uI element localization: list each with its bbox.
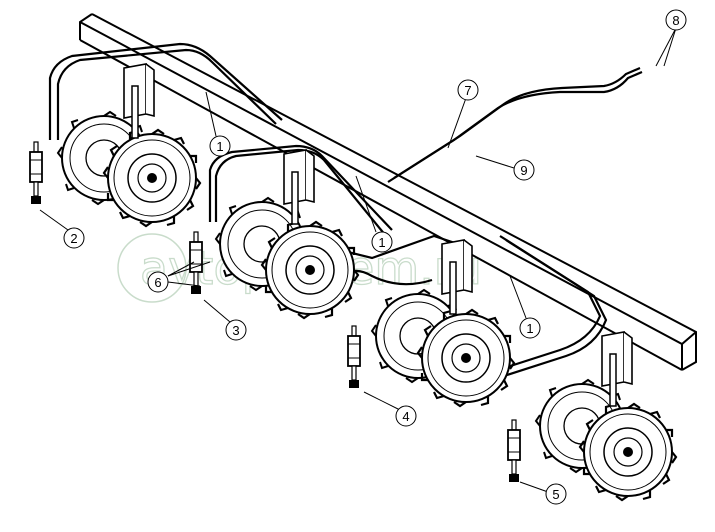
callout-7-label: 7 <box>464 83 471 98</box>
wheel-assembly-4 <box>535 331 678 502</box>
callout-1c: 1 <box>519 317 541 339</box>
callout-leaders <box>39 27 677 493</box>
callout-9-label: 9 <box>520 163 527 178</box>
callout-1a-label: 1 <box>216 139 223 154</box>
callout-8: 8 <box>665 9 687 31</box>
callout-1c-label: 1 <box>526 321 533 336</box>
callout-3: 3 <box>225 319 247 341</box>
callout-1a: 1 <box>209 135 231 157</box>
callout-1b-label: 1 <box>378 235 385 250</box>
callout-5-label: 5 <box>552 487 559 502</box>
frame-beam <box>79 13 697 371</box>
callout-2: 2 <box>63 227 85 249</box>
callout-7: 7 <box>457 79 479 101</box>
callout-3-label: 3 <box>232 323 239 338</box>
callout-6: 6 <box>147 271 169 293</box>
callout-9: 9 <box>513 159 535 181</box>
callout-4-label: 4 <box>402 409 409 424</box>
callout-1b: 1 <box>371 231 393 253</box>
callout-8-label: 8 <box>672 13 679 28</box>
callout-5: 5 <box>545 483 567 505</box>
callout-6-label: 6 <box>154 275 161 290</box>
callout-4: 4 <box>395 405 417 427</box>
wheel-assembly-1 <box>57 63 202 228</box>
callout-2-label: 2 <box>70 231 77 246</box>
watermark-logo-icon <box>117 233 187 303</box>
